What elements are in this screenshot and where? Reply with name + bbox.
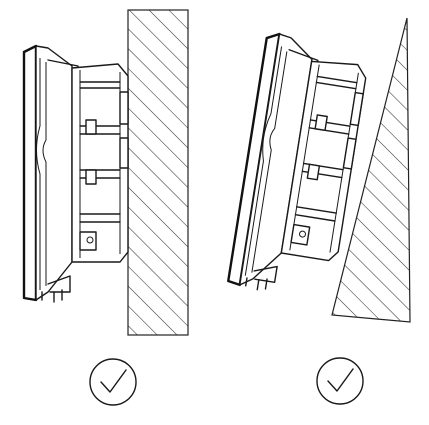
vertical-wall xyxy=(127,9,189,336)
tilted-wall xyxy=(331,17,411,323)
panel-tilted-mounting xyxy=(227,17,411,405)
inverter-left xyxy=(22,44,129,303)
panel-vertical-mounting xyxy=(22,9,189,406)
inverter-right xyxy=(227,32,367,291)
check-circle-icon-right xyxy=(316,357,364,405)
check-circle-icon-left xyxy=(89,358,137,406)
